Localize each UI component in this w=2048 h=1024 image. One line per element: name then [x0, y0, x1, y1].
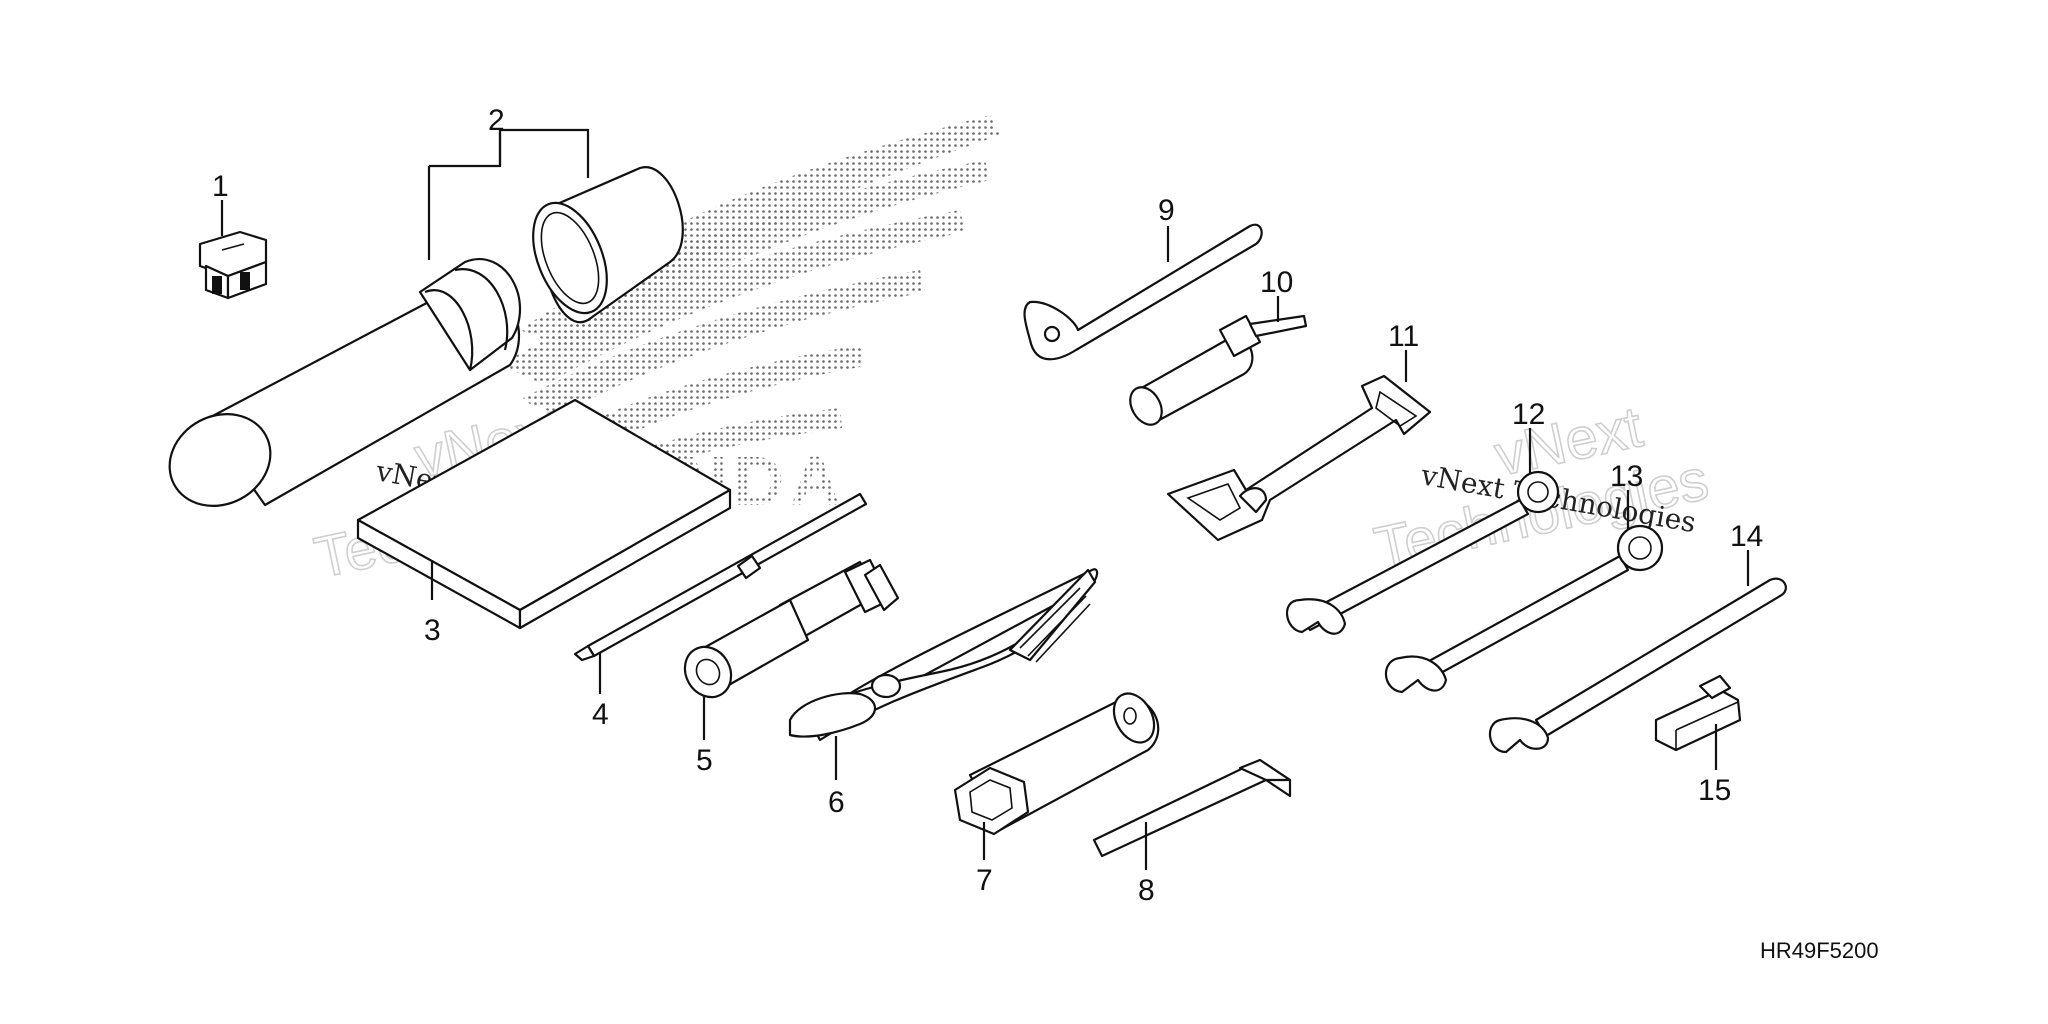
- part-tool-tube: [168, 166, 684, 507]
- part-wrench-14-17: [1384, 524, 1664, 694]
- part-number-label: 7: [976, 864, 993, 897]
- part-spark-plug-wrench: [953, 692, 1160, 836]
- part-number-label: 5: [696, 744, 713, 777]
- part-number-label: 14: [1730, 520, 1763, 553]
- part-number-label: 1: [212, 170, 229, 203]
- part-socket-driver: [1129, 314, 1308, 426]
- part-number-label: 10: [1260, 266, 1293, 299]
- part-numbers: 1 2 3 4 5 6 7 8 9 10 11 12 13 14 15: [212, 104, 1763, 907]
- diagram-code: HR49F5200: [1760, 938, 1879, 963]
- part-number-label: 12: [1512, 398, 1545, 431]
- part-number-label: 2: [488, 104, 505, 137]
- part-number-label: 11: [1388, 320, 1419, 353]
- part-fuse: [198, 230, 268, 300]
- part-pin-spanner: [1023, 223, 1263, 361]
- part-number-label: 4: [592, 698, 609, 731]
- part-number-label: 13: [1610, 460, 1643, 493]
- part-number-label: 15: [1698, 774, 1731, 807]
- part-number-label: 8: [1138, 874, 1155, 907]
- part-number-label: 9: [1158, 194, 1175, 227]
- part-clip: [1654, 674, 1742, 752]
- part-extension-wrench: [1489, 577, 1787, 754]
- part-wrench-10-12: [1285, 470, 1560, 635]
- part-pliers: [788, 568, 1099, 742]
- part-handle: [683, 558, 900, 699]
- part-hex-key: [1092, 758, 1292, 858]
- part-manual: [356, 398, 732, 630]
- part-strap: [1166, 374, 1432, 542]
- part-number-label: 6: [828, 786, 845, 819]
- part-number-label: 3: [424, 614, 441, 647]
- leader-lines: [220, 128, 1750, 870]
- part-screwdriver: [573, 492, 868, 662]
